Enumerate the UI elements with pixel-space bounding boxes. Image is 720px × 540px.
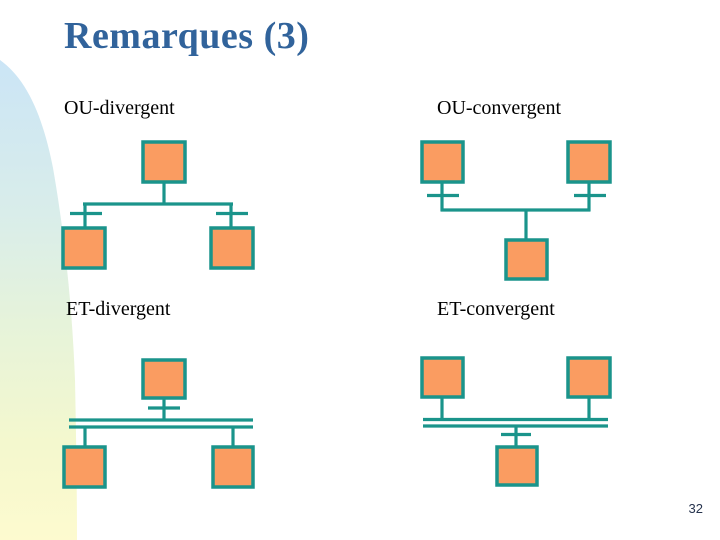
diagram-ou-divergent <box>61 140 255 270</box>
page-title: Remarques (3) <box>64 15 310 57</box>
step-box <box>420 140 465 184</box>
diagram-ou-convergent <box>420 140 612 281</box>
step-box <box>420 356 465 399</box>
page-number: 32 <box>688 501 703 516</box>
label-et-divergent: ET-divergent <box>66 298 171 320</box>
step-box <box>504 238 549 281</box>
step-box <box>566 140 612 184</box>
diagram-et-convergent <box>420 356 612 487</box>
step-box <box>209 226 255 270</box>
step-box <box>141 358 187 400</box>
step-box <box>211 445 255 489</box>
step-box <box>141 140 187 184</box>
label-et-convergent: ET-convergent <box>437 298 555 320</box>
label-ou-divergent: OU-divergent <box>64 97 175 119</box>
step-box <box>495 445 539 487</box>
step-box <box>61 226 107 270</box>
step-box <box>566 356 612 399</box>
diagram-et-divergent <box>62 358 255 489</box>
step-box <box>62 445 107 489</box>
label-ou-convergent: OU-convergent <box>437 97 562 119</box>
